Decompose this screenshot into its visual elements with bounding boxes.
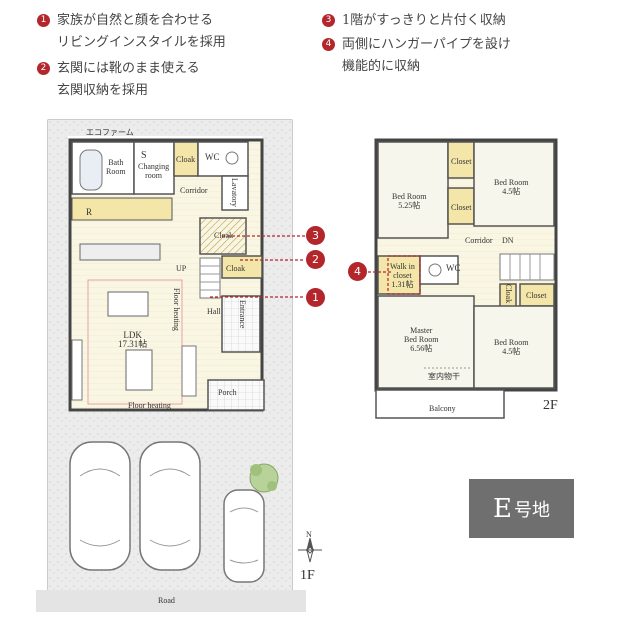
- master-bed-room-label: Master Bed Room 6.56帖: [404, 326, 439, 353]
- r-label: R: [86, 207, 93, 217]
- cloak-2f-label: Cloak: [504, 284, 513, 304]
- callout-4: 4: [348, 262, 367, 281]
- hall-label: Hall: [207, 307, 221, 316]
- note-line: 家族が自然と顔を合わせる: [57, 13, 214, 28]
- note-number: 1: [37, 14, 50, 27]
- wc-2f-label: WC: [446, 263, 461, 273]
- entrance-label: Entrance: [238, 300, 247, 329]
- corridor-2f-label: Corridor: [465, 236, 493, 245]
- cloak-top-label: Cloak: [176, 155, 196, 164]
- indoor-drying-label: 室内物干: [428, 372, 460, 381]
- floor-1-plan: [36, 119, 322, 612]
- note-1: 1 家族が自然と顔を合わせる リビングインスタイルを採用: [37, 10, 226, 54]
- ecofarm-label: エコファーム: [86, 128, 134, 137]
- callout-2: 2: [306, 250, 325, 269]
- callout-1: 1: [306, 288, 325, 307]
- up-label: UP: [176, 264, 187, 273]
- note-line: 機能的に収納: [342, 59, 421, 74]
- floor-2-plan: [374, 138, 558, 419]
- note-number: 4: [322, 38, 335, 51]
- closet-2-label: Closet: [451, 203, 472, 212]
- floor-heating-label: Floor heating: [128, 401, 171, 410]
- bed-room-3-label: Bed Room 4.5帖: [494, 338, 529, 356]
- callout-3: 3: [306, 226, 325, 245]
- note-2: 2 玄関には靴のまま使える 玄関収納を採用: [37, 58, 200, 102]
- floor-2-label: 2F: [543, 398, 558, 413]
- bath-room-label: Bath Room: [106, 158, 126, 176]
- note-number: 3: [322, 14, 335, 27]
- lot-badge: E 号地: [469, 479, 574, 538]
- closet-3-label: Closet: [526, 291, 547, 300]
- note-line: 両側にハンガーパイプを設け: [342, 37, 511, 52]
- changing-room-label: Changing room: [138, 162, 170, 180]
- note-3: 3 1階がすっきりと片付く収納: [322, 10, 506, 32]
- cloak-mid-label: Cloak: [214, 231, 234, 240]
- note-line: 玄関には靴のまま使える: [57, 61, 200, 76]
- corridor-label: Corridor: [180, 186, 208, 195]
- closet-1-label: Closet: [451, 157, 472, 166]
- dn-label: DN: [502, 236, 514, 245]
- lavatory-label: Lavatory: [230, 178, 239, 207]
- lot-suffix: 号地: [513, 499, 550, 521]
- wc-label: WC: [205, 152, 220, 162]
- balcony-label: Balcony: [429, 404, 456, 413]
- note-line: 玄関収納を採用: [57, 83, 149, 98]
- note-number: 2: [37, 62, 50, 75]
- bed-room-2-label: Bed Room 4.5帖: [494, 178, 529, 196]
- porch-label: Porch: [218, 388, 237, 397]
- compass-n-label: N: [306, 530, 312, 539]
- ldk-label: LDK 17.31帖: [118, 330, 148, 349]
- road-label: Road: [158, 596, 175, 605]
- lot-letter: E: [493, 493, 512, 524]
- floor-heating-vertical-label: Floor heating: [172, 288, 181, 331]
- cloak-entry-label: Cloak: [226, 264, 246, 273]
- floor-1-label: 1F: [300, 568, 315, 583]
- note-4: 4 両側にハンガーパイプを設け 機能的に収納: [322, 34, 511, 78]
- note-line: 1階がすっきりと片付く収納: [342, 13, 506, 28]
- walk-in-closet-label: Walk in closet 1.31帖: [390, 262, 415, 289]
- bed-room-1-label: Bed Room 5.25帖: [392, 192, 427, 210]
- storage-s-label: S: [141, 150, 147, 161]
- note-line: リビングインスタイルを採用: [57, 35, 226, 50]
